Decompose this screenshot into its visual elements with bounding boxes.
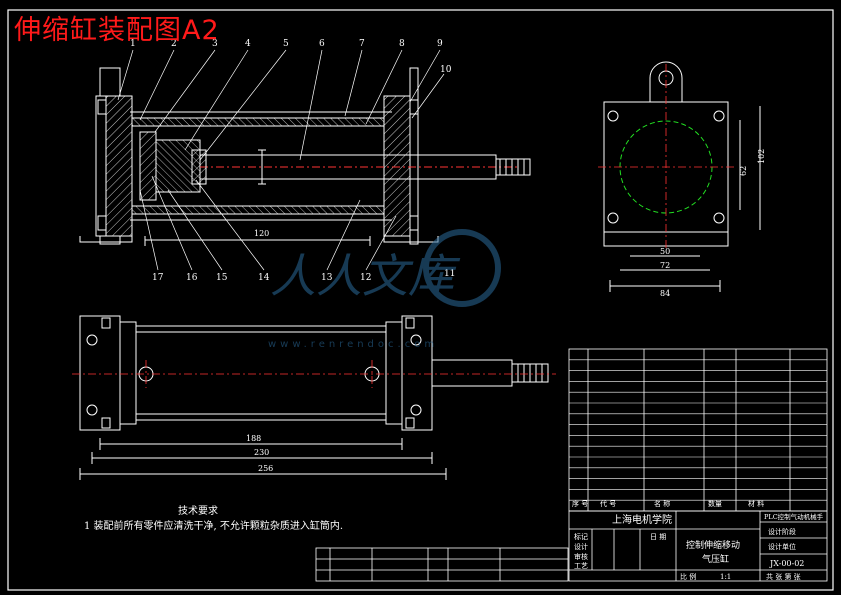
svg-text:名 称: 名 称 <box>654 499 670 508</box>
side-dimensions: 50 72 84 62 102 <box>660 149 766 298</box>
tech-requirements-heading: 技术要求 <box>178 506 218 517</box>
part-number: 11 <box>444 269 455 279</box>
svg-text:比 例: 比 例 <box>680 572 696 581</box>
school-name: 上海电机学院 <box>612 513 672 526</box>
part-number: 8 <box>399 39 405 49</box>
title-block-text: 上海电机学院 PLC控制气动机械手 设计阶段 设计单位 JX-00-02 控制伸… <box>574 512 824 581</box>
part-leaders-top <box>117 49 445 161</box>
svg-text:工艺: 工艺 <box>574 562 588 570</box>
drawing-frame <box>7 9 834 591</box>
part-number: 9 <box>437 39 443 49</box>
drawing-name-1: 控制伸缩移动 <box>686 539 740 551</box>
svg-text:84: 84 <box>660 289 670 298</box>
part-number: 17 <box>152 273 164 283</box>
parts-list-header: 序 号 代 号 名 称 数量 材 料 <box>572 499 764 508</box>
drawing-no: JX-00-02 <box>769 559 804 568</box>
title-block <box>568 510 828 582</box>
part-number: 6 <box>319 39 325 49</box>
svg-text:标记: 标记 <box>574 532 588 541</box>
part-number: 15 <box>216 273 228 283</box>
front-section-view <box>79 67 531 246</box>
svg-text:设计单位: 设计单位 <box>768 542 796 551</box>
svg-text:230: 230 <box>254 448 269 457</box>
part-number: 13 <box>321 273 333 283</box>
part-number: 12 <box>360 273 371 283</box>
parts-list <box>568 348 828 512</box>
svg-text:188: 188 <box>246 434 261 443</box>
svg-text:审核: 审核 <box>574 552 588 561</box>
svg-text:共 张 第 张: 共 张 第 张 <box>766 572 801 581</box>
side-view <box>603 61 761 292</box>
svg-text:62: 62 <box>739 166 748 176</box>
side-centerlines <box>598 64 734 250</box>
lower-parts-table <box>315 547 569 582</box>
svg-text:72: 72 <box>660 261 670 270</box>
part-number: 10 <box>440 65 452 75</box>
svg-text:数量: 数量 <box>708 499 722 508</box>
svg-text:256: 256 <box>258 464 273 473</box>
part-number: 5 <box>283 39 289 49</box>
svg-text:设计阶段: 设计阶段 <box>768 527 796 536</box>
svg-text:设计: 设计 <box>574 542 588 551</box>
plan-centerlines <box>72 360 556 388</box>
svg-text:材 料: 材 料 <box>748 499 764 508</box>
svg-text:50: 50 <box>660 247 670 256</box>
drawing-name-2: 气压缸 <box>702 553 729 565</box>
scale-value: 1:1 <box>720 573 731 581</box>
part-number: 1 <box>130 39 136 49</box>
part-number: 16 <box>186 273 198 283</box>
part-number: 2 <box>171 39 177 49</box>
part-number: 14 <box>258 273 270 283</box>
project-name: PLC控制气动机械手 <box>764 512 824 521</box>
svg-text:102: 102 <box>757 149 766 164</box>
part-number: 3 <box>212 39 218 49</box>
svg-text:代 号: 代 号 <box>600 499 616 508</box>
svg-text:日 期: 日 期 <box>650 533 666 541</box>
svg-text:人人文库: 人人文库 <box>270 249 461 303</box>
plan-dimensions: 188 230 256 <box>246 434 273 473</box>
dim-stroke-120: 120 <box>254 229 269 238</box>
part-number: 4 <box>245 39 251 49</box>
part-leaders-bottom <box>139 175 397 271</box>
part-numbers-top: 1 2 3 4 5 6 7 8 9 10 <box>130 39 452 75</box>
svg-text:序 号: 序 号 <box>572 499 588 508</box>
part-number: 7 <box>359 39 365 49</box>
parts-list-rows <box>569 359 827 501</box>
part-numbers-bottom: 17 16 15 14 13 12 11 <box>152 269 455 283</box>
tech-requirements-item: 1 装配前所有零件应清洗干净, 不允许颗粒杂质进入缸筒内. <box>84 521 344 532</box>
drawing-title: 伸缩缸装配图A2 <box>14 15 220 46</box>
svg-text:www.renrendoc.com: www.renrendoc.com <box>268 339 438 350</box>
watermark: 人人文库 www.renrendoc.com <box>268 229 501 350</box>
